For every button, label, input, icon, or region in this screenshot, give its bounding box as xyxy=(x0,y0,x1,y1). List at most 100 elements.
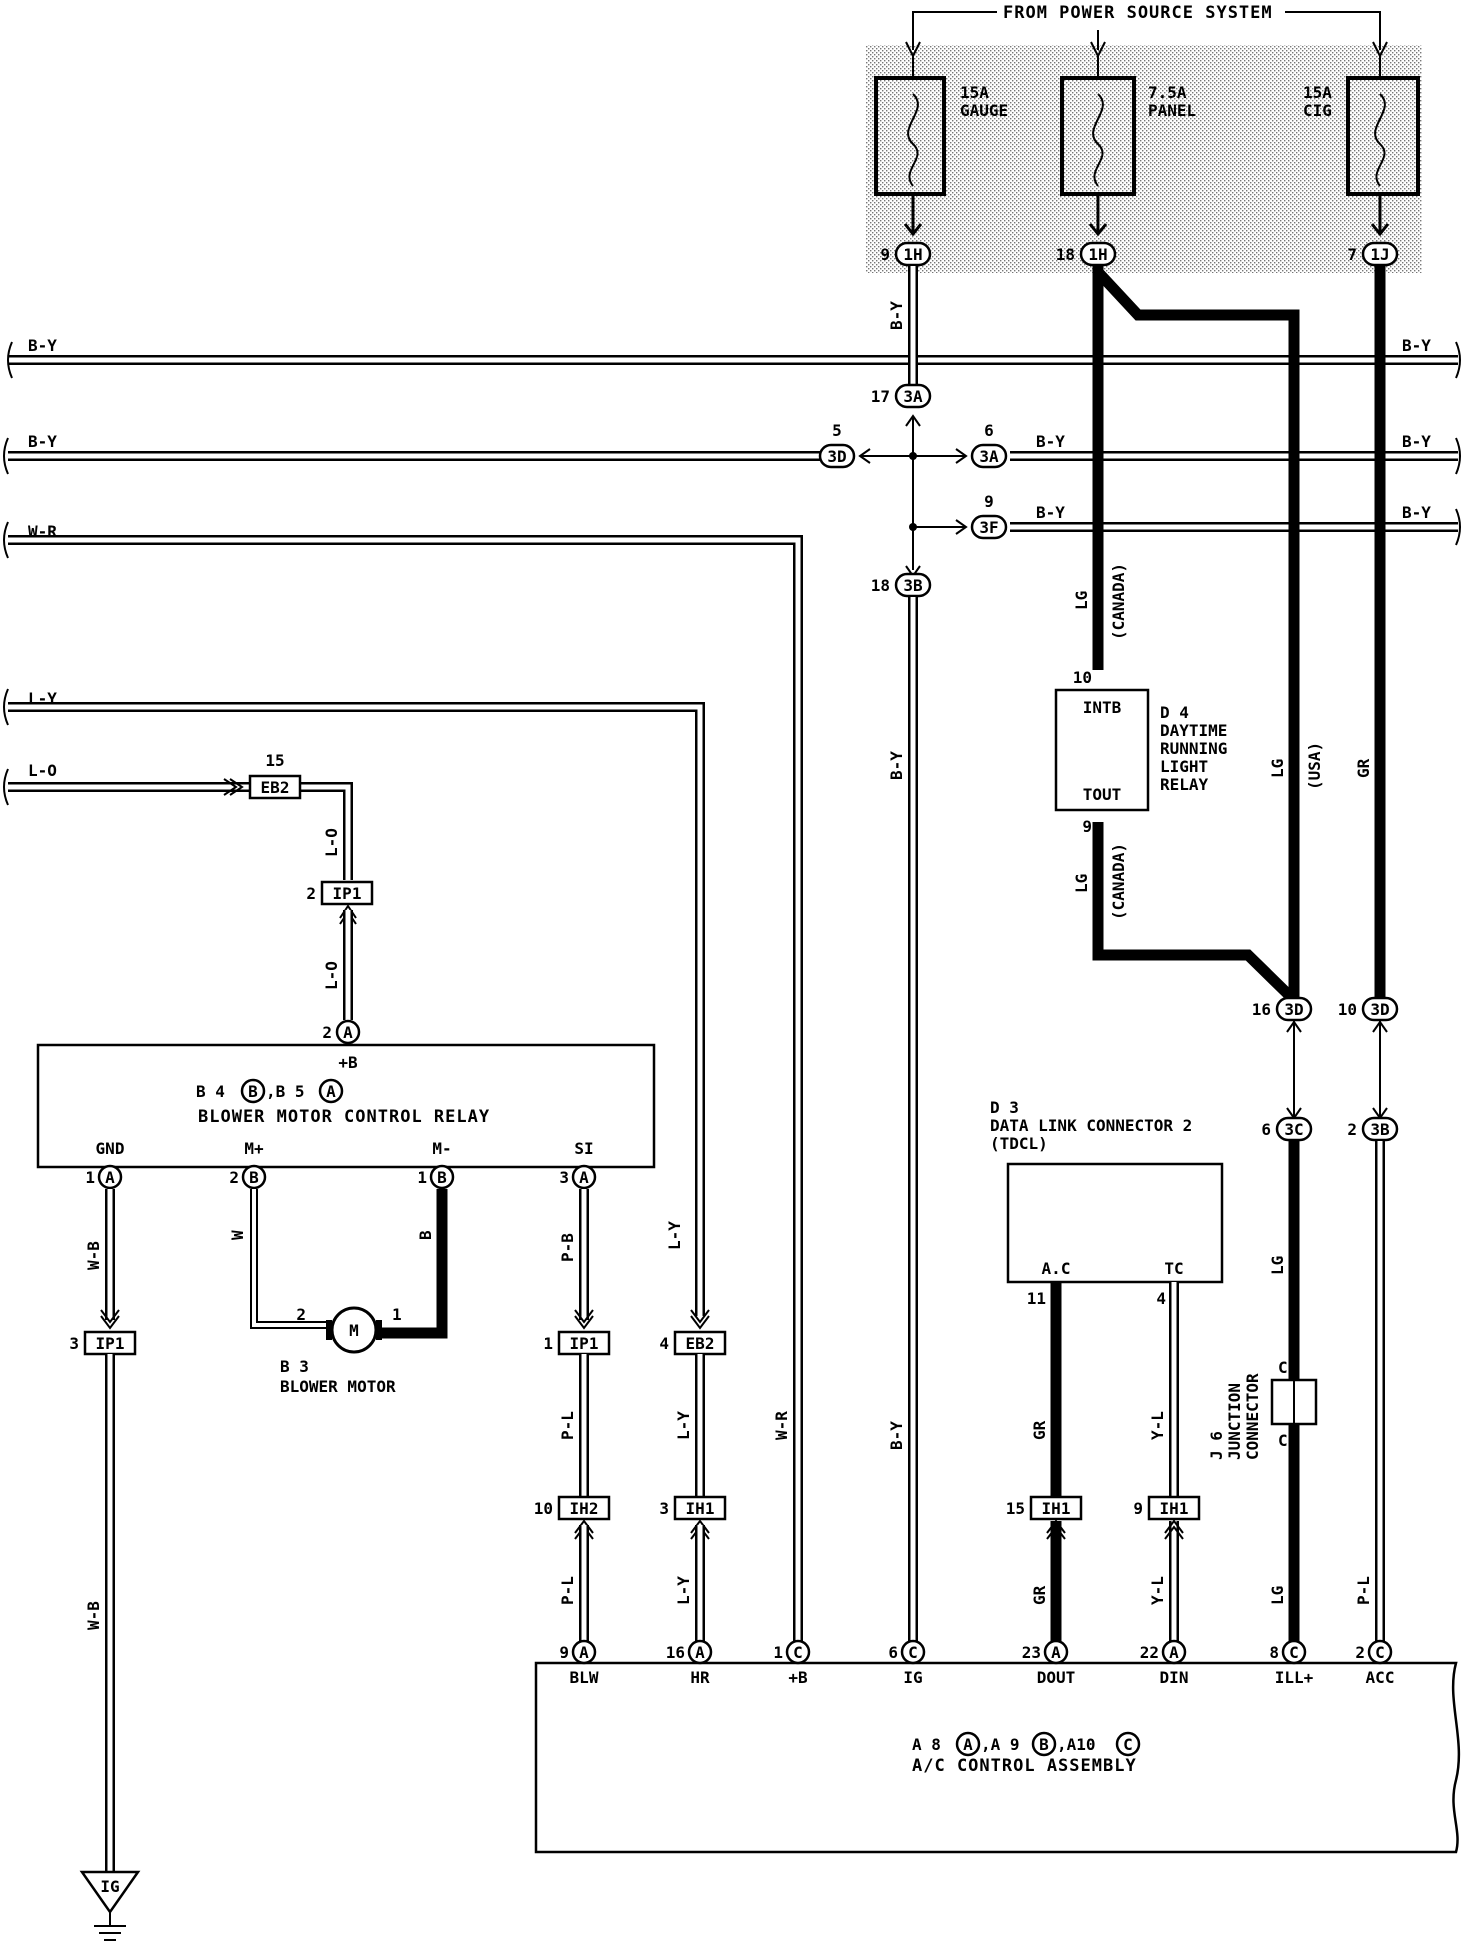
fuse-cig: 15A CIG xyxy=(1303,56,1420,232)
svg-text:9: 9 xyxy=(880,245,890,264)
junction-connector xyxy=(894,572,932,598)
svg-text:P-B: P-B xyxy=(558,1233,577,1262)
double-chevron-icon xyxy=(690,1309,710,1330)
svg-text:INTB: INTB xyxy=(1083,698,1122,717)
svg-text:LG: LG xyxy=(1072,591,1091,610)
svg-text:3B: 3B xyxy=(903,576,923,595)
svg-text:RELAY: RELAY xyxy=(1160,775,1209,794)
svg-text:3: 3 xyxy=(559,1168,569,1187)
svg-text:LG: LG xyxy=(1268,759,1287,778)
svg-text:2: 2 xyxy=(296,1305,306,1324)
svg-text:LIGHT: LIGHT xyxy=(1160,757,1208,776)
svg-text:A: A xyxy=(579,1168,589,1187)
svg-text:(CANADA): (CANADA) xyxy=(1109,843,1128,920)
svg-text:16: 16 xyxy=(1252,1000,1271,1019)
svg-text:B-Y: B-Y xyxy=(887,751,906,780)
wire-label-b-y-top-right: B-Y xyxy=(1402,336,1431,355)
svg-text:SI: SI xyxy=(574,1139,593,1158)
svg-text:Y-L: Y-L xyxy=(1148,1576,1167,1605)
svg-text:10: 10 xyxy=(1338,1000,1357,1019)
ground-icon xyxy=(94,1925,126,1941)
fuse-panel-amp: 7.5A xyxy=(1148,83,1187,102)
junction-connector xyxy=(818,443,856,469)
svg-text:17: 17 xyxy=(871,387,890,406)
svg-text:9: 9 xyxy=(559,1643,569,1662)
svg-text:GR: GR xyxy=(1354,758,1373,778)
svg-text:6: 6 xyxy=(984,421,994,440)
svg-text:B: B xyxy=(437,1168,447,1187)
ac-terminal-pins: A 9 BLW A 16 HR C 1 +B C 6 IG A 23 DOUT … xyxy=(559,1639,1394,1687)
fuse-panel: 7.5A PANEL xyxy=(1060,56,1196,232)
svg-text:DAYTIME: DAYTIME xyxy=(1160,721,1227,740)
junction-connector xyxy=(1361,996,1399,1022)
svg-text:3D: 3D xyxy=(1284,1000,1303,1019)
junction-connector xyxy=(894,383,932,409)
inline-connector xyxy=(1029,1495,1083,1521)
chevron-left-icon xyxy=(858,448,871,464)
chevron-up-icon xyxy=(905,414,921,427)
svg-text:B: B xyxy=(1039,1735,1049,1754)
svg-text:A 8: A 8 xyxy=(912,1735,941,1754)
power-source-shading xyxy=(866,45,1422,273)
wire-label-b-y-second-left: B-Y xyxy=(28,432,57,451)
svg-text:M-: M- xyxy=(432,1139,451,1158)
svg-text:IP1: IP1 xyxy=(570,1334,599,1353)
inline-connector xyxy=(320,880,374,906)
blower-relay-ref: B 4 B ,B 5 A xyxy=(196,1078,344,1104)
blower-motor-ref: B 3 xyxy=(280,1357,309,1376)
svg-text:(USA): (USA) xyxy=(1305,742,1324,790)
wire-label-b-y-second-right: B-Y xyxy=(1402,432,1431,451)
svg-text:L-Y: L-Y xyxy=(674,1411,693,1440)
svg-text:D 3: D 3 xyxy=(990,1098,1019,1117)
wire-label-b-y-top-left: B-Y xyxy=(28,336,57,355)
svg-text:+B: +B xyxy=(338,1053,358,1072)
svg-text:L-O: L-O xyxy=(322,828,341,857)
svg-text:A: A xyxy=(1169,1643,1179,1662)
svg-text:1H: 1H xyxy=(903,245,922,264)
wire-break-icon xyxy=(3,341,13,806)
pin-connector xyxy=(335,1019,361,1045)
wire-break-icon xyxy=(1455,341,1461,546)
bus-wires: B-Y B-Y B-Y B-Y B-Y B-Y B-Y W-R L-Y L-O xyxy=(3,336,1461,1652)
svg-text:GR: GR xyxy=(1030,1420,1049,1440)
blower-relay: +B B 4 B ,B 5 A BLOWER MOTOR CONTROL REL… xyxy=(36,1043,656,1190)
junction-connector xyxy=(1275,1116,1313,1142)
fuse-icon xyxy=(1374,93,1386,187)
svg-text:GND: GND xyxy=(96,1139,125,1158)
svg-text:3D: 3D xyxy=(1370,1000,1389,1019)
svg-text:W-B: W-B xyxy=(84,1241,103,1270)
ac-assembly-name: A/C CONTROL ASSEMBLY xyxy=(912,1756,1137,1776)
svg-text:LG: LG xyxy=(1268,1256,1287,1275)
inline-connector xyxy=(248,774,302,800)
svg-text:A: A xyxy=(963,1735,973,1754)
ground-branch: W-B IP1 3 W-B IG xyxy=(69,1189,141,1941)
svg-text:1: 1 xyxy=(392,1305,402,1324)
svg-text:2: 2 xyxy=(1355,1643,1365,1662)
fuse-icon xyxy=(907,93,919,187)
chevron-down-icon xyxy=(1370,223,1390,237)
svg-text:2: 2 xyxy=(1347,1120,1357,1139)
svg-text:L-O: L-O xyxy=(322,961,341,990)
svg-text:1: 1 xyxy=(417,1168,427,1187)
svg-text:B 4: B 4 xyxy=(196,1082,225,1101)
svg-text:B-Y: B-Y xyxy=(887,1421,906,1450)
svg-text:C: C xyxy=(793,1643,803,1662)
svg-text:HR: HR xyxy=(690,1668,710,1687)
svg-text:JUNCTION: JUNCTION xyxy=(1225,1383,1244,1460)
ac-control-assembly: A 9 BLW A 16 HR C 1 +B C 6 IG A 23 DOUT … xyxy=(534,1639,1461,1854)
svg-text:10: 10 xyxy=(1073,668,1092,687)
svg-text:A: A xyxy=(326,1082,336,1101)
svg-text:EB2: EB2 xyxy=(686,1334,715,1353)
svg-text:DATA LINK CONNECTOR 2: DATA LINK CONNECTOR 2 xyxy=(990,1116,1192,1135)
blower-motor-name: BLOWER MOTOR xyxy=(280,1377,396,1396)
junction-connector xyxy=(970,443,1008,469)
fuse-connector-gauge: 1H 9 xyxy=(880,241,932,267)
svg-text:4: 4 xyxy=(659,1334,669,1353)
svg-text:LG: LG xyxy=(1268,1586,1287,1605)
svg-text:DIN: DIN xyxy=(1160,1668,1189,1687)
fuse-gauge: 15A GAUGE xyxy=(874,56,1008,232)
svg-text:3D: 3D xyxy=(827,447,846,466)
svg-text:(CANADA): (CANADA) xyxy=(1109,563,1128,640)
svg-text:IP1: IP1 xyxy=(96,1334,125,1353)
